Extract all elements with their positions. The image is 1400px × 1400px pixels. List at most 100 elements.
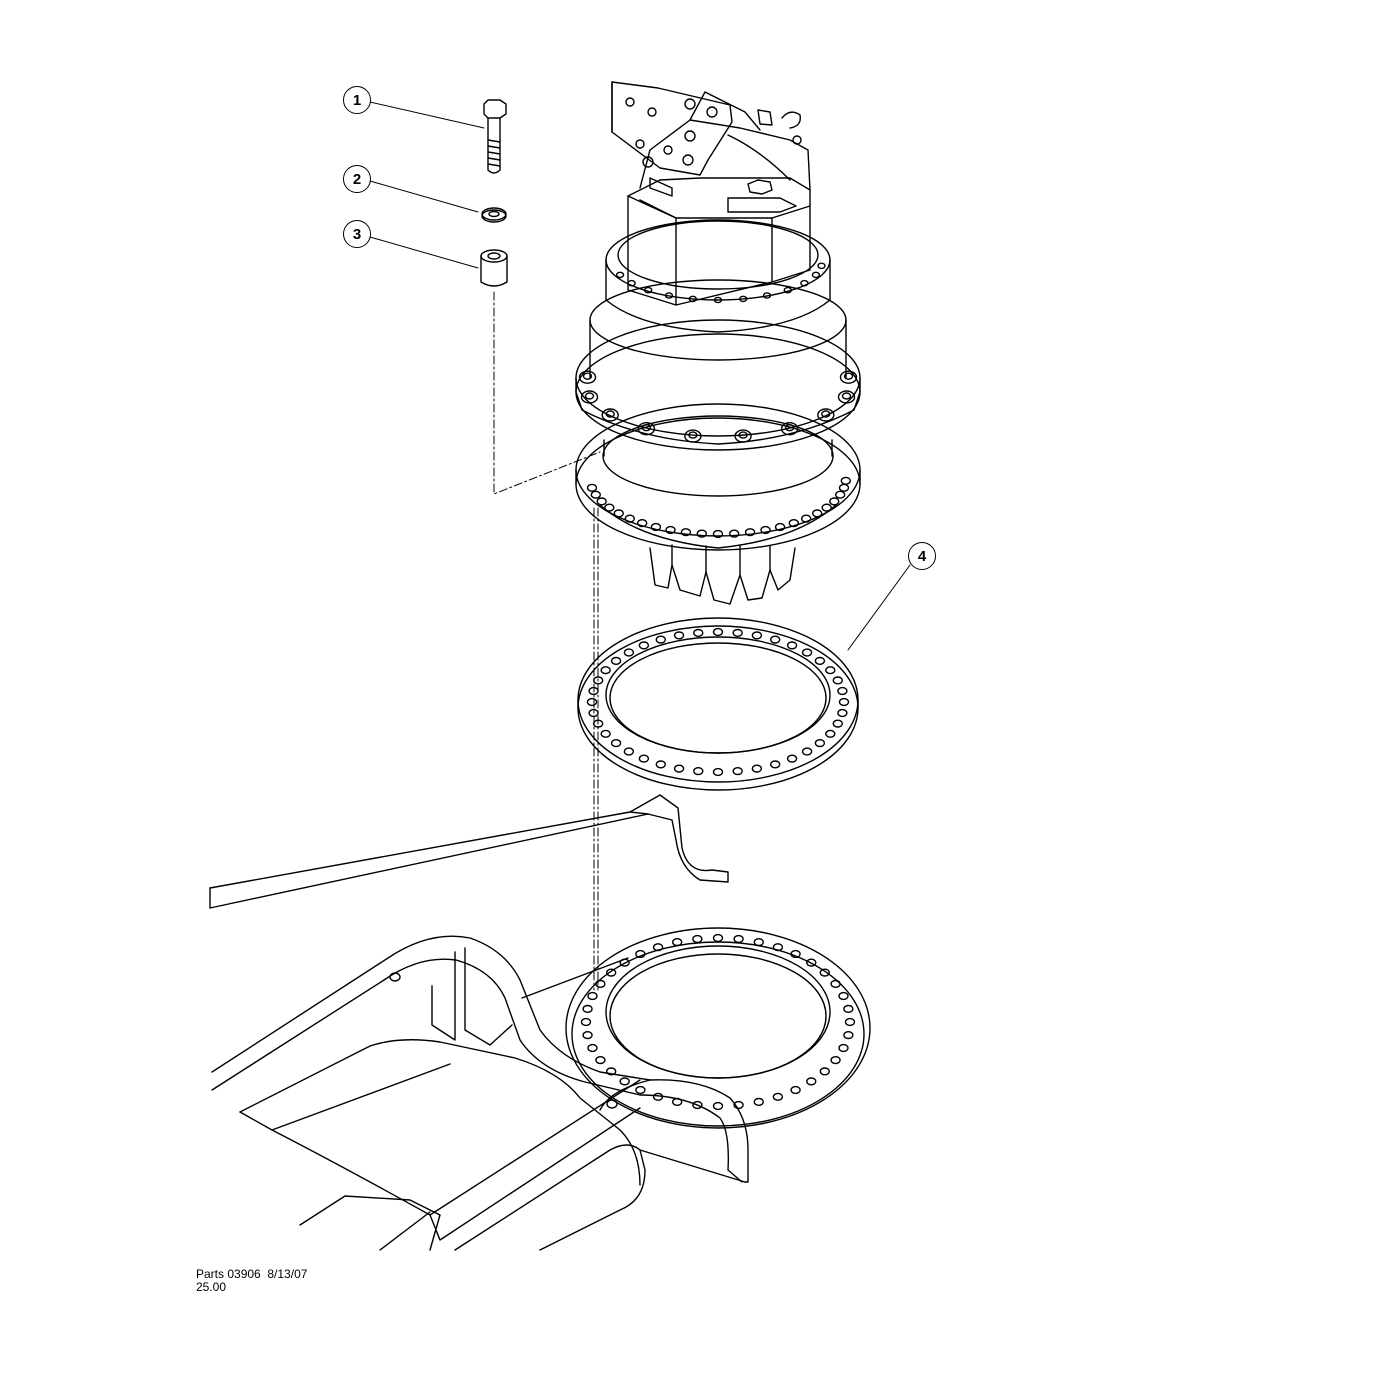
- bolt-head: [811, 271, 821, 279]
- bolt-hole: [613, 509, 624, 518]
- bolt-hole: [830, 1055, 841, 1065]
- cap-screw-socket: [784, 424, 795, 432]
- bolt-hole: [665, 525, 676, 535]
- bolt-hole: [790, 1085, 801, 1095]
- callout-3[interactable]: 3: [343, 220, 371, 248]
- bolt-hole: [635, 1085, 646, 1095]
- bolt-hole: [673, 631, 685, 640]
- bolt-hole: [844, 1017, 856, 1027]
- bolt-hole: [680, 528, 692, 537]
- bolt-hole: [587, 991, 598, 1001]
- bolt-hole: [638, 754, 650, 763]
- bolt-hole: [587, 1043, 598, 1053]
- bolt-head: [615, 271, 625, 279]
- callout-2-label: 2: [352, 170, 362, 188]
- cap-screw-socket: [821, 410, 831, 418]
- bolt-hole: [732, 628, 743, 638]
- bolt-hole: [770, 635, 781, 644]
- bolt-hole: [586, 697, 598, 707]
- bolt-hole: [772, 943, 784, 952]
- bolt-hole: [835, 490, 846, 499]
- bolt-hole: [582, 1004, 593, 1014]
- bolt-hole: [712, 529, 724, 539]
- cap-screw-socket: [584, 392, 595, 400]
- bolt-hole: [595, 1055, 606, 1065]
- bolt-hole: [829, 497, 840, 506]
- ring-plate-part-4: [577, 617, 859, 791]
- drawing-reference-footer: Parts 03906 8/13/07 25.00: [196, 1268, 307, 1294]
- bolt-part-1: [483, 99, 507, 174]
- bolt-head: [817, 262, 826, 270]
- cap-screw: [578, 370, 597, 384]
- bolt-hole: [838, 1043, 849, 1053]
- cap-screw: [734, 429, 752, 443]
- cap-screw: [839, 370, 858, 384]
- bolt-hole: [619, 1077, 630, 1086]
- bolt-hole: [693, 766, 704, 776]
- bolt-hole: [652, 943, 664, 952]
- bolt-hole: [580, 1017, 592, 1027]
- bolt-hole: [586, 483, 598, 492]
- bolt-hole: [693, 628, 704, 638]
- callout-1[interactable]: 1: [343, 86, 371, 114]
- bolt-hole: [712, 627, 724, 637]
- bolt-hole: [744, 528, 756, 537]
- cap-screw-socket: [582, 372, 593, 380]
- bolt-hole: [821, 503, 832, 512]
- callout-4[interactable]: 4: [908, 542, 936, 570]
- cap-screw: [780, 422, 799, 436]
- bolt-hole: [801, 648, 813, 657]
- bolt-hole: [774, 522, 786, 532]
- bolt-hole: [590, 490, 601, 499]
- cap-screw-socket: [605, 410, 615, 418]
- bolt-hole: [753, 1097, 764, 1107]
- bolt-hole: [606, 1067, 617, 1076]
- bolt-hole: [712, 767, 724, 777]
- bolt-hole: [729, 529, 740, 538]
- callout-3-label: 3: [352, 225, 362, 243]
- bolt-hole: [696, 529, 707, 538]
- cap-screw: [637, 422, 656, 436]
- bolt-hole: [624, 514, 635, 523]
- bolt-head: [800, 279, 809, 287]
- bolt-hole: [650, 522, 662, 532]
- cap-screw-socket: [843, 372, 854, 380]
- bolt-hole: [732, 766, 743, 776]
- bolt-hole: [843, 1004, 854, 1014]
- bolt-hole: [751, 764, 763, 773]
- callout-2[interactable]: 2: [343, 165, 371, 193]
- bolt-hole: [790, 949, 801, 959]
- bolt-hole: [843, 1030, 854, 1040]
- bolt-hole: [692, 934, 703, 944]
- bolt-hole: [772, 1092, 784, 1101]
- bolt-hole: [582, 1030, 593, 1040]
- cap-screw: [684, 429, 702, 443]
- bolt-hole: [770, 760, 781, 769]
- bolt-hole: [635, 949, 646, 959]
- bolt-hole: [619, 958, 630, 967]
- bolt-hole: [788, 518, 799, 528]
- bolt-hole: [786, 754, 798, 763]
- bolt-hole: [638, 641, 650, 650]
- bolt-head: [713, 296, 723, 304]
- bolt-hole: [733, 1100, 744, 1110]
- bolt-hole: [832, 719, 843, 728]
- bolt-head: [783, 286, 792, 294]
- bolt-hole: [604, 503, 615, 512]
- spacer-part-3: [480, 249, 508, 287]
- bolt-hole: [832, 676, 843, 685]
- bolt-hole: [655, 635, 666, 644]
- bolt-hole: [600, 729, 611, 738]
- bolt-hole: [825, 666, 836, 675]
- bolt-hole: [652, 1092, 664, 1101]
- bolt-head: [644, 286, 653, 294]
- bolt-hole: [753, 937, 764, 947]
- frame-mounting-ring: [565, 927, 871, 1129]
- bolt-head: [664, 292, 674, 299]
- bolt-hole: [840, 476, 851, 485]
- swing-drive-assembly: [575, 81, 861, 605]
- bolt-hole: [806, 958, 817, 967]
- bolt-hole: [825, 729, 836, 738]
- bolt-hole: [751, 631, 763, 640]
- cap-screw: [580, 390, 599, 404]
